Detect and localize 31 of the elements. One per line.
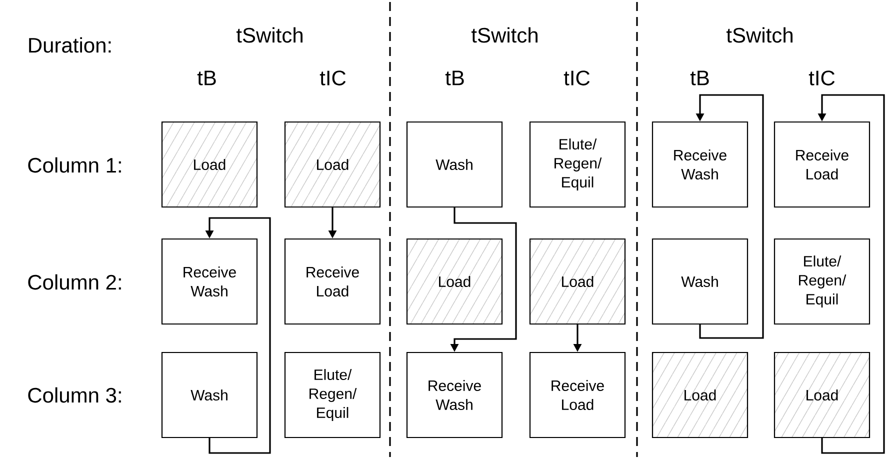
time-label: tIC bbox=[320, 70, 346, 86]
step-box: Elute/ Regen/ Equil bbox=[529, 121, 626, 208]
time-label: tB bbox=[690, 70, 709, 86]
load-box: Load bbox=[161, 121, 258, 208]
step-box: Receive Load bbox=[284, 238, 381, 325]
time-label: tIC bbox=[564, 70, 590, 86]
time-label: tIC bbox=[808, 70, 835, 86]
time-label: tB bbox=[197, 70, 216, 86]
step-box: Receive Load bbox=[529, 352, 626, 438]
step-box: Wash bbox=[406, 121, 503, 208]
step-box: Receive Wash bbox=[652, 121, 748, 208]
load-box: Load bbox=[652, 352, 748, 438]
row-label: Column 1: bbox=[28, 157, 121, 173]
step-box: Elute/ Regen/ Equil bbox=[774, 238, 870, 325]
step-box: Wash bbox=[161, 352, 258, 438]
step-box: Receive Load bbox=[774, 121, 870, 208]
phase-label: tSwitch bbox=[471, 27, 538, 43]
load-box: Load bbox=[774, 352, 870, 438]
phase-label: tSwitch bbox=[236, 27, 302, 43]
load-box: Load bbox=[284, 121, 381, 208]
row-label: Column 2: bbox=[28, 274, 121, 290]
row-label: Column 3: bbox=[28, 387, 121, 403]
step-box: Wash bbox=[652, 238, 748, 325]
step-box: Receive Wash bbox=[406, 352, 503, 438]
time-label: tB bbox=[445, 70, 464, 86]
step-box: Receive Wash bbox=[161, 238, 258, 325]
phase-label: tSwitch bbox=[726, 27, 792, 43]
load-box: Load bbox=[406, 238, 503, 325]
load-box: Load bbox=[529, 238, 626, 325]
duration-label: Duration: bbox=[29, 37, 111, 53]
step-box: Elute/ Regen/ Equil bbox=[284, 352, 381, 438]
